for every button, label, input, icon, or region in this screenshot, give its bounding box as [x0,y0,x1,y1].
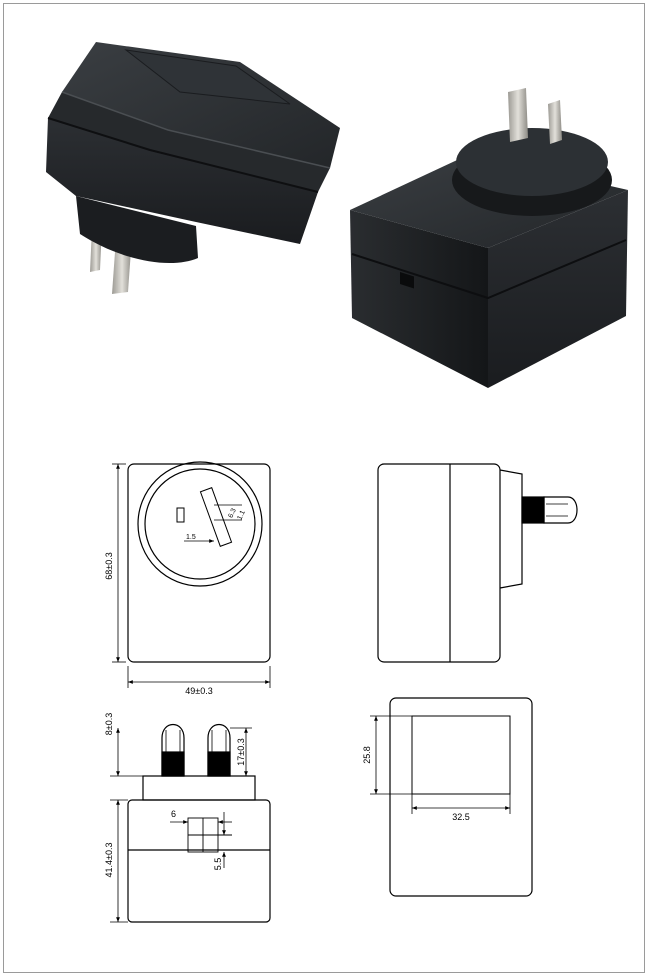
dim-pin-small-a-label: 6.3 [227,507,238,519]
dim-pin-small-b-label: 1.1 [236,509,247,521]
lower-body [46,118,318,244]
drawing-side-view [377,463,578,663]
adapter-photo-right [350,88,628,388]
dim-cut-width-label: 32.5 [452,812,470,822]
dim-pin-width-label: 1.5 [186,534,196,541]
front-face [488,190,628,388]
dim-width-label: 49±0.3 [185,686,212,696]
dim-cut-height-label: 25.8 [362,746,372,764]
top-face [62,42,340,168]
upper-body-front [48,92,330,192]
drawing-front-view [112,461,271,688]
dim-body-depth-label: 41.4±0.3 [104,843,114,878]
side-face [350,210,488,388]
dim-pin-length-label: 8±0.3 [104,713,114,735]
plug-base [76,196,198,264]
top-panel [124,49,291,105]
pin-right-b [548,100,562,144]
round-plug-top [456,128,608,196]
drawing-cutout-view [370,697,533,897]
adapter-photo-left [46,42,340,294]
dim-pin-thickness-label: 5.5 [213,858,223,871]
dim-pin-height-label: 17±0.3 [236,738,246,765]
dim-pin-pitch-label: 6 [171,809,176,819]
drawing-pin-view [110,723,271,923]
dim-height-label: 68±0.3 [104,552,114,579]
pin-right-a [508,88,528,142]
